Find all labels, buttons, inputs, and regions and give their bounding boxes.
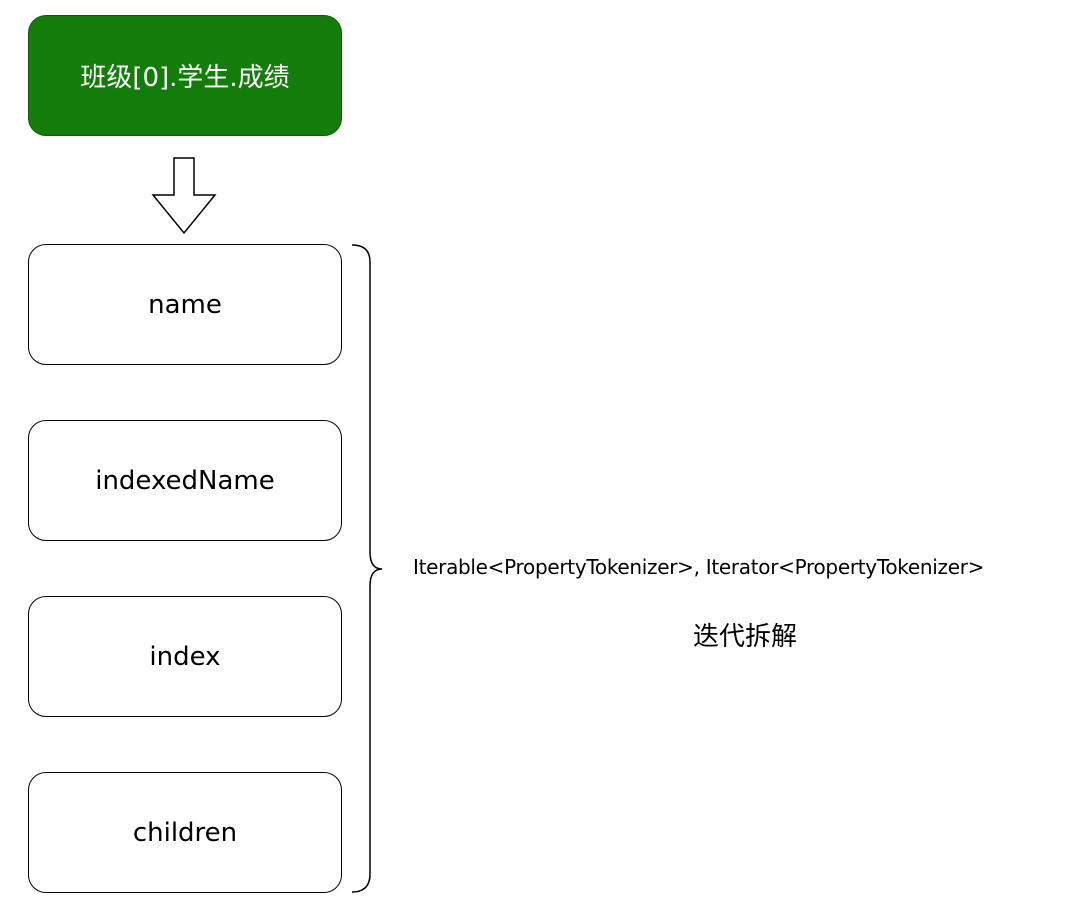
token-box-name: name bbox=[28, 244, 342, 365]
token-label-children: children bbox=[132, 817, 238, 848]
source-expression-label: 班级[0].学生.成绩 bbox=[80, 63, 290, 93]
token-box-children: children bbox=[28, 772, 342, 893]
right-curly-brace bbox=[351, 244, 383, 893]
down-arrow-icon bbox=[151, 157, 217, 235]
iteration-caption: 迭代拆解 bbox=[692, 622, 797, 652]
token-label-name: name bbox=[148, 289, 222, 320]
token-box-indexed-name: indexedName bbox=[28, 420, 342, 541]
token-box-index: index bbox=[28, 596, 342, 717]
source-expression-box: 班级[0].学生.成绩 bbox=[28, 15, 342, 136]
token-label-index: index bbox=[149, 641, 221, 672]
iterable-interface-label: Iterable<PropertyTokenizer>, Iterator<Pr… bbox=[413, 555, 985, 579]
token-label-indexed-name: indexedName bbox=[95, 465, 275, 496]
